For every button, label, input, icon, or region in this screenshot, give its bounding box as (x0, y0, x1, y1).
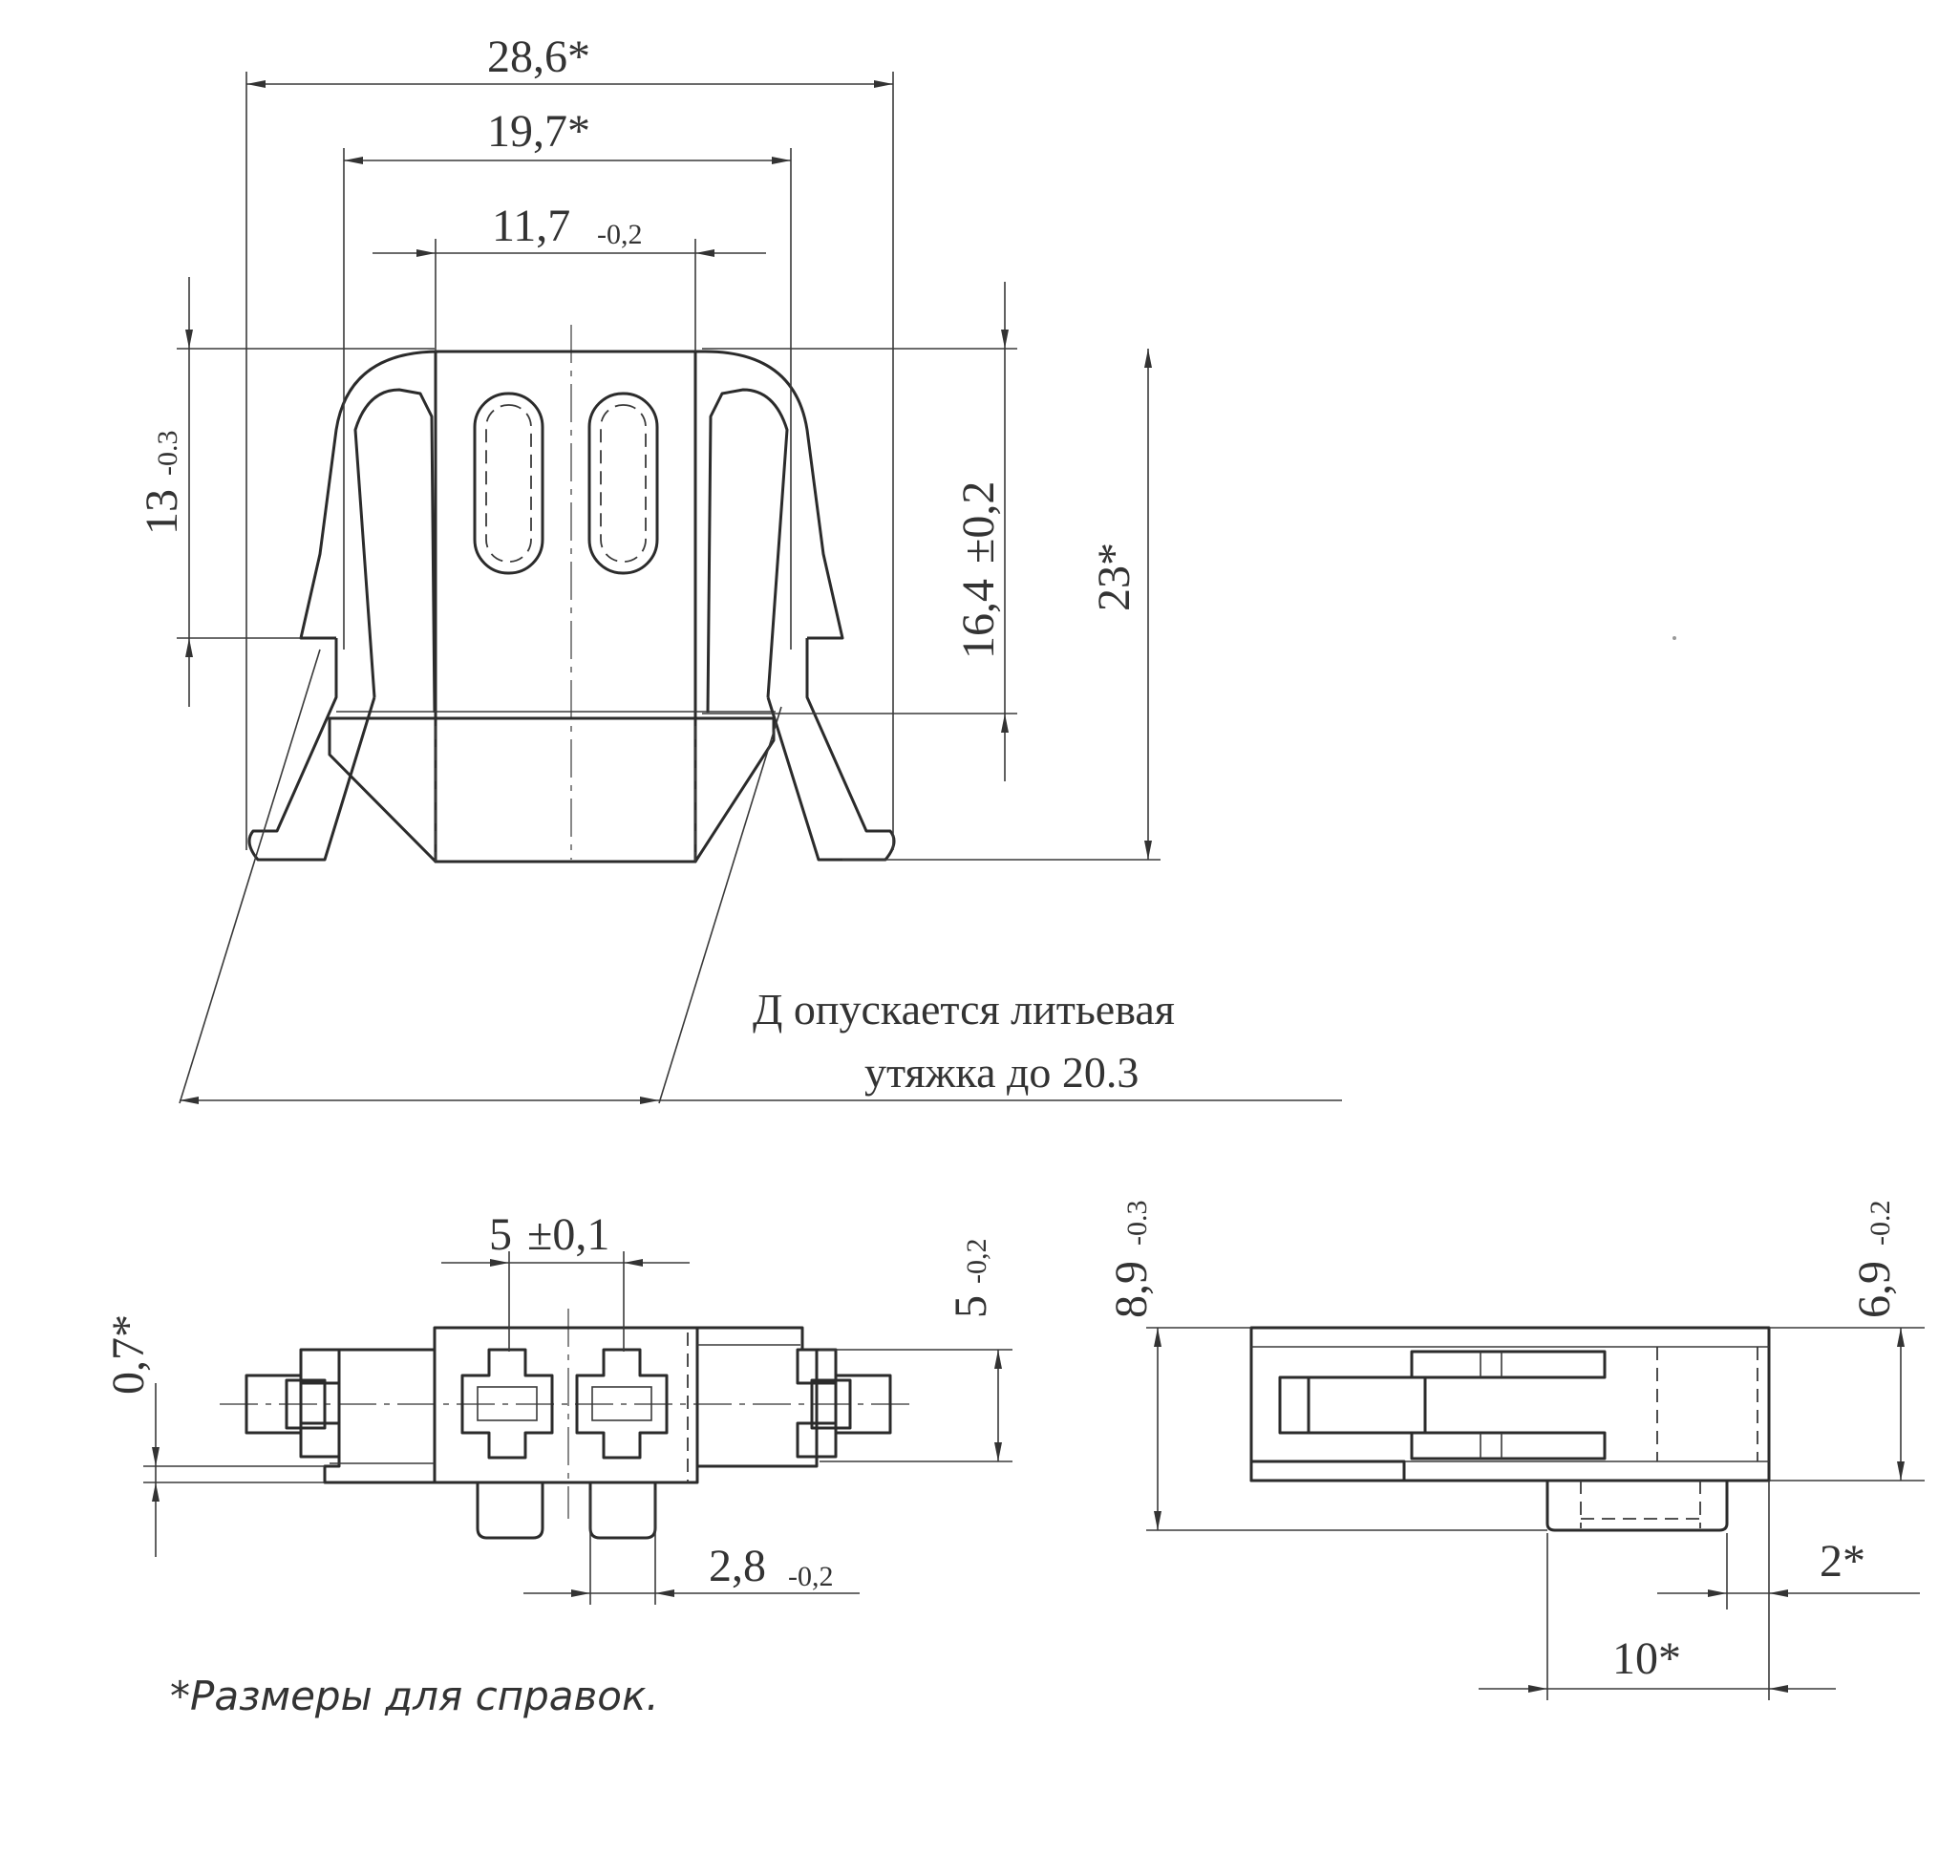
dim-side-height: 8,9 (1106, 1261, 1157, 1318)
dim-pin-width: 2,8 (709, 1541, 766, 1591)
note-casting-line2: утяжка до 20.3 (864, 1048, 1139, 1097)
dim-side-length: 10* (1612, 1633, 1681, 1684)
dim-width-slot: 11,7 (492, 201, 570, 251)
bottom-dimensions (143, 1251, 1012, 1605)
dim-height-overall: 23* (1089, 543, 1140, 611)
footnote: *Размеры для справок. (170, 1673, 659, 1719)
dim-width-overall: 28,6* (487, 32, 590, 82)
dim-side-body-tol: -0.2 (1864, 1201, 1896, 1247)
bottom-view (220, 1309, 917, 1540)
side-view (1249, 1326, 1771, 1532)
dim-pitch-tol: ±0,1 (527, 1209, 609, 1260)
dim-depth-5: 5 (946, 1295, 996, 1318)
front-view (247, 325, 896, 863)
dim-width-slot-tol: -0,2 (597, 219, 643, 250)
front-dimensions (177, 72, 1342, 1104)
dim-depth-5-tol: -0,2 (961, 1239, 992, 1285)
dim-height-13: 13 (137, 489, 187, 535)
dim-offset-small: 0,7* (103, 1314, 154, 1395)
dim-side-height-tol: -0.3 (1121, 1201, 1153, 1247)
note-casting-line1: Д опускается литьевая (753, 985, 1175, 1034)
dim-side-body: 6,9 (1849, 1261, 1900, 1318)
dim-width-mid: 19,7* (487, 106, 590, 157)
dim-side-offset: 2* (1820, 1536, 1865, 1587)
dim-pin-width-tol: -0,2 (788, 1561, 834, 1592)
dim-height-13-tol: -0.3 (152, 431, 183, 477)
dim-height-16: 16,4 (953, 579, 1004, 659)
dim-height-16-tol: ±0,2 (953, 481, 1004, 564)
dim-pitch: 5 (489, 1209, 512, 1260)
side-dimensions (1146, 1327, 1925, 1700)
speck-mark (1672, 636, 1676, 640)
